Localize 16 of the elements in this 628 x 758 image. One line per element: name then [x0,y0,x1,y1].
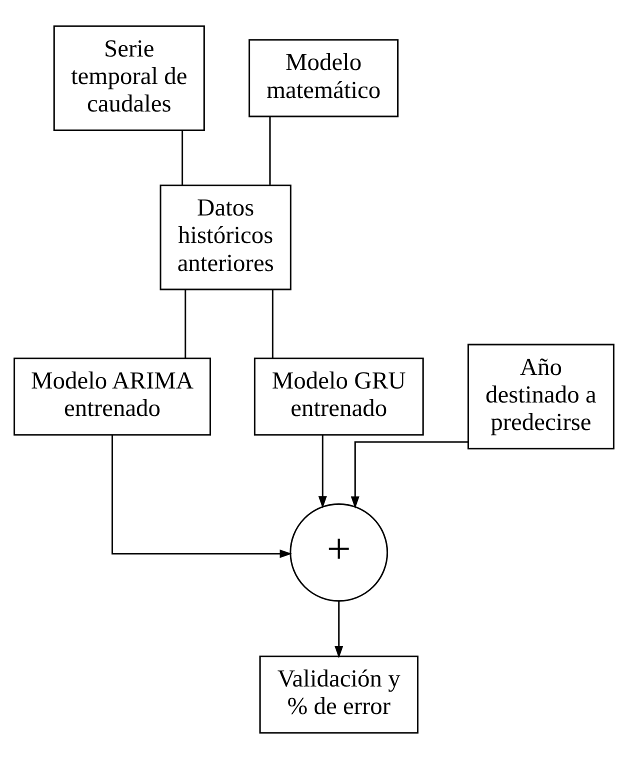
node-box: Año destinado a predecirse [467,343,614,449]
arrow [334,600,344,658]
node-box: Serie temporal de caudales [53,24,205,130]
node-box: Modelo ARIMA entrenado [14,357,212,436]
connector [269,116,271,184]
node-box: Modelo GRU entrenado [254,357,424,436]
connector [272,289,274,358]
node-circle: + [290,502,388,602]
arrow [350,440,468,508]
node-box: Validación y % de error [259,655,418,734]
node-box: Datos históricos anteriores [160,184,292,290]
arrow [112,434,292,558]
connector [182,130,184,185]
connector [184,289,186,358]
arrow [318,434,327,508]
node-box: Modelo matemático [248,38,399,117]
